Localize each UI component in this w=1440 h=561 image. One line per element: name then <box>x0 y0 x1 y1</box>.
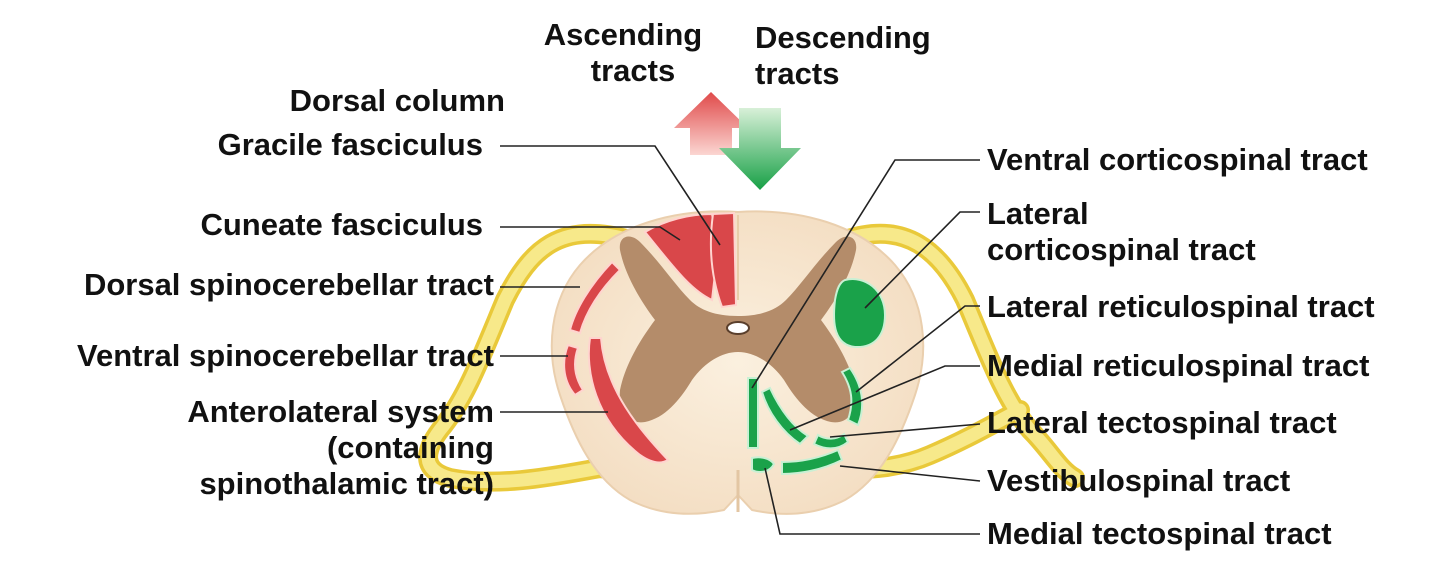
dorsal-spinocerebellar-label: Dorsal spinocerebellar tract <box>83 267 494 302</box>
descending-tracts <box>747 278 887 476</box>
lateral-reticulospinal-label: Lateral reticulospinal tract <box>987 289 1375 324</box>
ascending-arrow-icon <box>674 92 748 155</box>
leader-cuneate <box>500 226 681 241</box>
cuneate-fasciculus-label: Cuneate fasciculus <box>200 207 483 242</box>
vestibulospinal-region <box>781 448 844 476</box>
central-canal <box>726 321 750 335</box>
descending-tracts-label: Descending tracts <box>755 20 931 92</box>
descending-line-2: tracts <box>755 56 840 91</box>
leader-lateral-reticulospinal <box>855 305 980 393</box>
ascending-line-2: tracts <box>590 53 676 88</box>
lateral-corticospinal-label: Lateral corticospinal tract <box>987 196 1256 268</box>
ascending-line-1: Ascending <box>543 17 703 52</box>
ventral-spinocerebellar-label: Ventral spinocerebellar tract <box>77 338 494 373</box>
medial-reticulospinal-label: Medial reticulospinal tract <box>987 348 1370 383</box>
leader-lateral-corticospinal <box>864 211 980 309</box>
gracile-fasciculus-label: Gracile fasciculus <box>217 127 483 162</box>
leader-vestibulospinal <box>839 465 981 482</box>
anterolateral-system-region <box>587 337 670 464</box>
vestibulospinal-label: Vestibulospinal tract <box>987 463 1291 498</box>
medial-tectospinal-region <box>751 456 776 473</box>
ascending-tracts <box>563 211 738 464</box>
anterolateral-line-2: (containing <box>326 430 494 465</box>
medial-reticulospinal-region <box>760 386 810 446</box>
leader-medial-reticulospinal <box>789 365 980 431</box>
lateral-tectospinal-label: Lateral tectospinal tract <box>987 405 1337 440</box>
lateral-reticulospinal-region <box>840 366 864 427</box>
anterolateral-line-3: spinothalamic tract) <box>199 466 494 501</box>
lateral-tectospinal-region <box>812 432 850 450</box>
leader-lateral-tectospinal <box>829 423 981 438</box>
ventral-spinocerebellar-region <box>563 343 585 397</box>
lateral-corticospinal-line-1: Lateral <box>987 196 1089 231</box>
leader-gracile <box>500 145 721 246</box>
leader-ventral-corticospinal <box>751 159 980 389</box>
ventral-corticospinal-label: Ventral corticospinal tract <box>987 142 1368 177</box>
leader-lines <box>500 145 981 535</box>
dorsal-spinocerebellar-region <box>568 260 622 335</box>
medial-tectospinal-label: Medial tectospinal tract <box>987 516 1332 551</box>
ascending-tracts-label: Ascending tracts <box>528 17 718 89</box>
descending-arrow-icon <box>719 108 801 190</box>
ventral-corticospinal-region <box>747 377 759 449</box>
anterolateral-line-1: Anterolateral system <box>187 394 494 429</box>
dorsal-column-label: Dorsal column <box>289 83 505 118</box>
lateral-corticospinal-line-2: corticospinal tract <box>987 232 1256 267</box>
gracile-fasciculus-region <box>709 211 738 309</box>
descending-line-1: Descending <box>755 20 931 55</box>
leader-medial-tectospinal <box>764 467 980 535</box>
anterolateral-system-label: Anterolateral system (containing spinoth… <box>187 394 494 502</box>
